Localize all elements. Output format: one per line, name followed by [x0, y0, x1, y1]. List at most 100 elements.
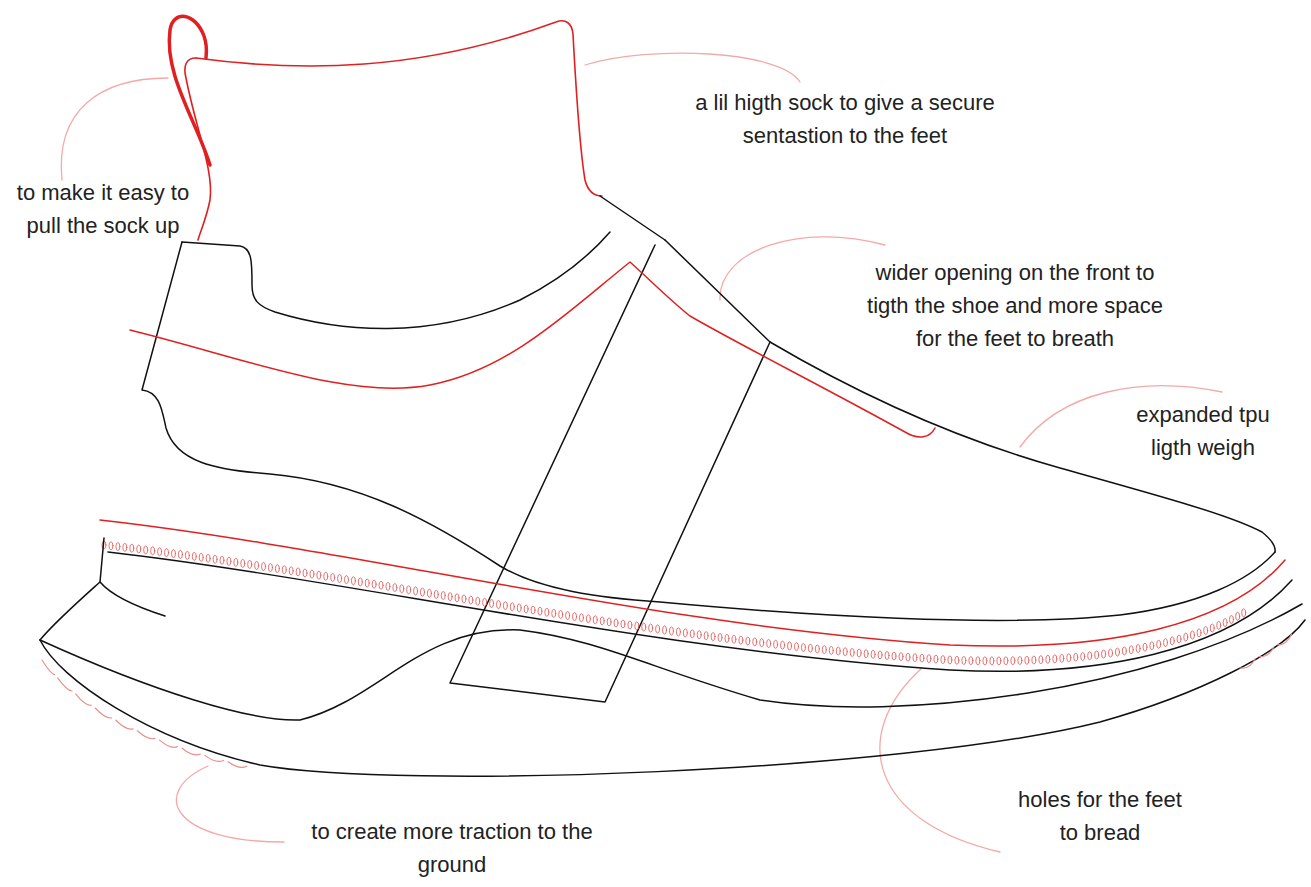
vent-hole: [1217, 621, 1221, 629]
vent-hole: [448, 593, 452, 601]
vent-hole: [220, 556, 224, 564]
vent-hole: [1025, 656, 1029, 664]
vent-hole: [600, 617, 604, 625]
vent-hole: [663, 626, 667, 634]
vent-hole: [393, 584, 397, 592]
vent-hole: [829, 646, 833, 654]
vent-hole: [400, 585, 404, 593]
vent-hole: [192, 552, 196, 560]
vent-hole: [732, 635, 736, 643]
vent-hole: [781, 641, 785, 649]
vent-hole: [788, 642, 792, 650]
vent-hole: [358, 578, 362, 586]
vent-hole: [234, 558, 238, 566]
vent-hole: [573, 613, 577, 621]
vent-hole: [538, 607, 542, 615]
vent-hole: [379, 581, 383, 589]
vent-hole: [1081, 652, 1085, 660]
vent-hole: [303, 569, 307, 577]
vent-hole: [199, 553, 203, 561]
tread-lug: [205, 755, 224, 761]
vent-hole: [753, 638, 757, 646]
vent-hole: [137, 545, 141, 553]
vent-hole: [1122, 647, 1126, 655]
vent-hole: [130, 544, 134, 552]
vent-hole: [434, 590, 438, 598]
vent-hole: [1150, 642, 1154, 650]
vent-hole: [1011, 657, 1015, 665]
vent-hole: [871, 650, 875, 658]
vent-hole: [850, 648, 854, 656]
vent-hole: [151, 547, 155, 555]
vent-hole: [338, 575, 342, 583]
vent-hole: [808, 644, 812, 652]
tread-lug: [1277, 634, 1291, 644]
vent-hole: [1190, 631, 1194, 639]
vent-hole: [420, 588, 424, 596]
pull-tab: [169, 16, 210, 165]
vent-hole: [892, 652, 896, 660]
vent-hole: [1229, 616, 1233, 624]
vent-hole: [1129, 646, 1133, 654]
vent-hole: [414, 587, 418, 595]
vent-hole: [517, 604, 521, 612]
vent-hole: [1039, 656, 1043, 664]
vent-hole: [725, 634, 729, 642]
vent-hole: [1157, 640, 1161, 648]
vent-hole: [1060, 654, 1064, 662]
vent-hole: [767, 640, 771, 648]
vent-hole: [227, 557, 231, 565]
vent-hole: [310, 570, 314, 578]
vent-hole: [704, 632, 708, 640]
vent-hole: [559, 610, 563, 618]
vent-hole: [739, 636, 743, 644]
tread-guide: [42, 660, 255, 768]
vent-hole: [268, 564, 272, 572]
vent-hole: [171, 550, 175, 558]
callout-note: to create more traction to the ground: [293, 815, 611, 881]
vent-hole: [213, 555, 217, 563]
tread-lug: [42, 660, 54, 675]
vent-hole: [920, 654, 924, 662]
vent-hole: [579, 614, 583, 622]
vent-hole: [649, 624, 653, 632]
vent-hole: [593, 616, 597, 624]
vent-hole: [1204, 626, 1208, 634]
tread-lug: [182, 748, 200, 755]
vent-hole: [262, 563, 266, 571]
vent-hole: [878, 651, 882, 659]
vent-hole: [1074, 653, 1078, 661]
vent-hole: [669, 627, 673, 635]
vent-hole: [927, 655, 931, 663]
tread-lug: [58, 678, 72, 691]
vent-hole: [857, 649, 861, 657]
vent-hole: [116, 543, 120, 551]
sock-collar: [185, 21, 602, 240]
vent-hole: [503, 602, 507, 610]
vent-hole: [1004, 657, 1008, 665]
vent-hole: [1018, 656, 1022, 664]
vent-hole: [1115, 648, 1119, 656]
vent-hole: [427, 589, 431, 597]
vent-hole: [906, 653, 910, 661]
vent-hole: [864, 650, 868, 658]
vent-hole: [324, 572, 328, 580]
tread-lug: [1240, 659, 1255, 668]
vent-hole: [1136, 645, 1140, 653]
vent-hole: [1223, 619, 1227, 627]
vent-hole: [962, 656, 966, 664]
vent-hole: [941, 656, 945, 664]
callout-note: to make it easy to pull the sock up: [5, 176, 201, 242]
vent-hole: [407, 586, 411, 594]
vent-hole: [490, 599, 494, 607]
tread-lug: [95, 708, 111, 718]
vent-hole: [711, 633, 715, 641]
vent-hole: [1164, 639, 1168, 647]
callout-note: holes for the feet to bread: [1015, 783, 1185, 849]
tread-lug: [1259, 647, 1274, 657]
vent-hole: [275, 565, 279, 573]
vent-hole: [1197, 629, 1201, 637]
vent-hole: [241, 559, 245, 567]
hole-guide: [104, 545, 1245, 661]
